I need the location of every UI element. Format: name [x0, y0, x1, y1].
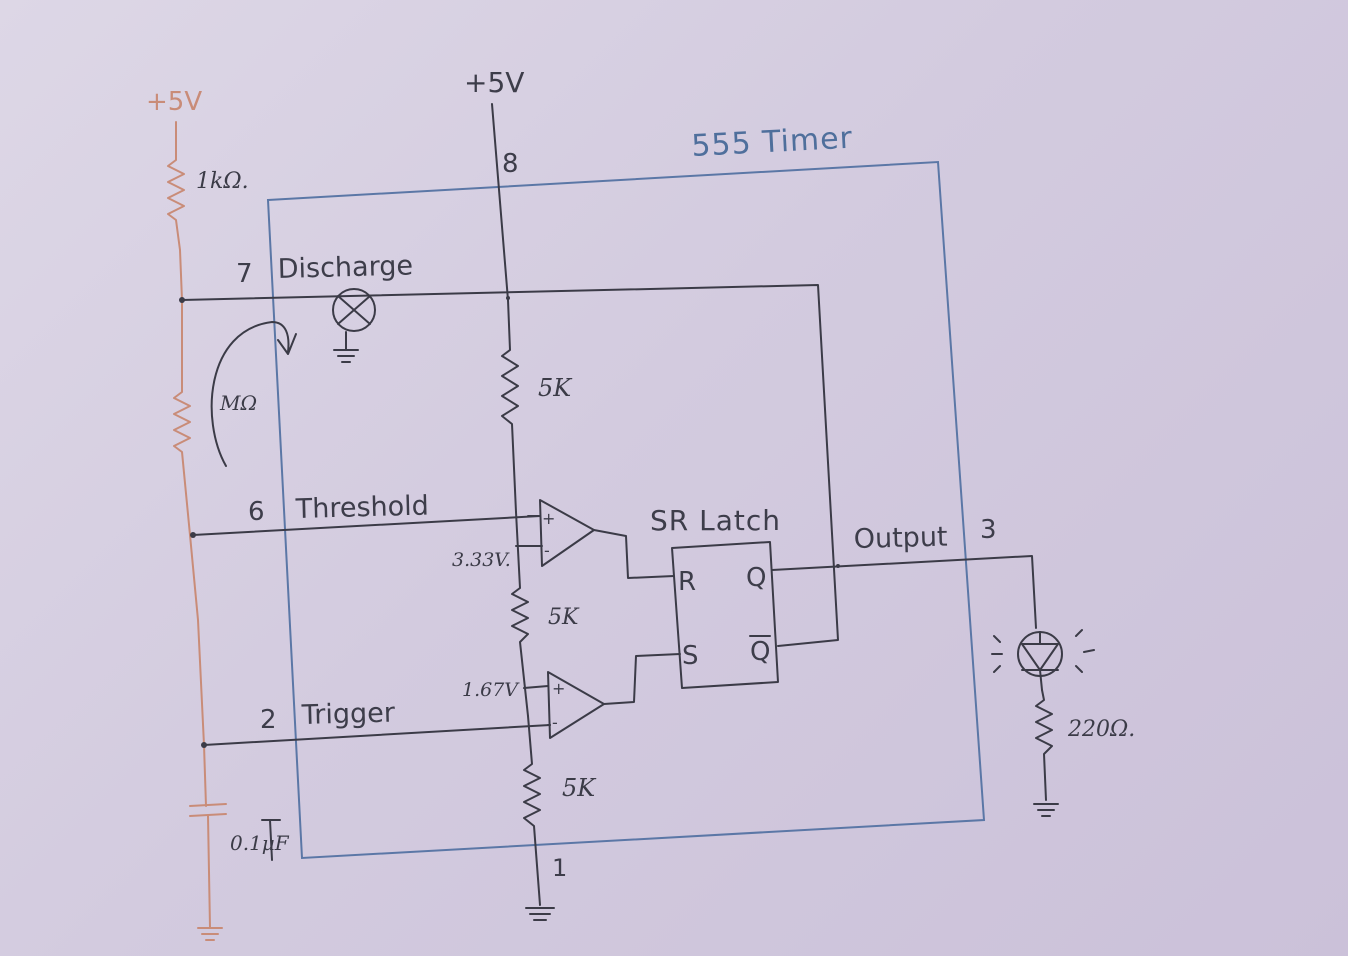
voltage-lower-label: 1.67V — [462, 679, 520, 701]
latch-q-label: Q — [746, 563, 766, 593]
voltage-upper-label: 3.33V. — [452, 549, 511, 571]
external-resistor-1k — [167, 121, 185, 381]
pin-2-label: Trigger — [300, 698, 396, 731]
led-resistor-label: 220Ω. — [1067, 717, 1135, 742]
divider-resistor-top-label: 5K — [538, 374, 573, 402]
divider-resistor-middle — [511, 511, 529, 717]
discharge-transistor-icon — [332, 288, 376, 363]
pin-3-label: Output — [853, 522, 948, 555]
timer-box — [266, 160, 986, 860]
svg-text:+: + — [552, 679, 565, 698]
divider-resistor-middle-label: 5K — [548, 605, 580, 630]
discharge-wire — [181, 284, 839, 647]
upper-comparator: + - — [515, 499, 675, 579]
sr-latch-label: SR Latch — [650, 504, 781, 537]
timer-title: 555 Timer — [691, 121, 854, 164]
pin-7-label: Discharge — [277, 250, 413, 285]
threshold-wire — [192, 515, 541, 536]
pin-6-number: 6 — [248, 497, 265, 527]
supply-label-external: +5V — [146, 87, 202, 117]
resistor-1k-label: 1kΩ. — [196, 169, 249, 194]
latch-r-label: R — [678, 567, 696, 597]
trigger-wire — [203, 724, 551, 746]
sr-latch-box — [671, 541, 779, 689]
pin-1-number: 1 — [552, 854, 567, 882]
capacitor-label-bracket — [261, 819, 281, 861]
output-wire — [771, 555, 1037, 629]
pin-8-number: 8 — [502, 149, 519, 179]
divider-resistor-bottom — [523, 715, 555, 921]
vcc-wire — [491, 103, 509, 301]
wire-crossover-output — [836, 564, 840, 568]
current-arrow-icon — [210, 321, 297, 467]
divider-resistor-top — [501, 299, 519, 513]
svg-text:+: + — [542, 509, 555, 528]
svg-text:-: - — [544, 541, 550, 560]
supply-label-vcc: +5V — [464, 66, 524, 99]
latch-qbar-label: Q — [750, 637, 770, 667]
latch-s-label: S — [682, 641, 699, 671]
divider-resistor-bottom-label: 5K — [562, 774, 597, 802]
svg-text:-: - — [552, 713, 558, 732]
capacitor-label: 0.1µF — [230, 831, 290, 855]
wire-crossover-pin7 — [506, 296, 510, 300]
resistor-1m-label: MΩ — [219, 391, 257, 415]
led-icon — [991, 629, 1095, 691]
external-resistor-1m — [173, 379, 207, 807]
pin-6-label: Threshold — [294, 491, 429, 525]
pin-3-number: 3 — [980, 515, 997, 545]
pin-7-number: 7 — [236, 259, 253, 289]
led-resistor — [1033, 689, 1059, 817]
lower-comparator: + - — [523, 653, 681, 739]
pin-2-number: 2 — [260, 705, 277, 735]
capacitor — [189, 803, 227, 941]
